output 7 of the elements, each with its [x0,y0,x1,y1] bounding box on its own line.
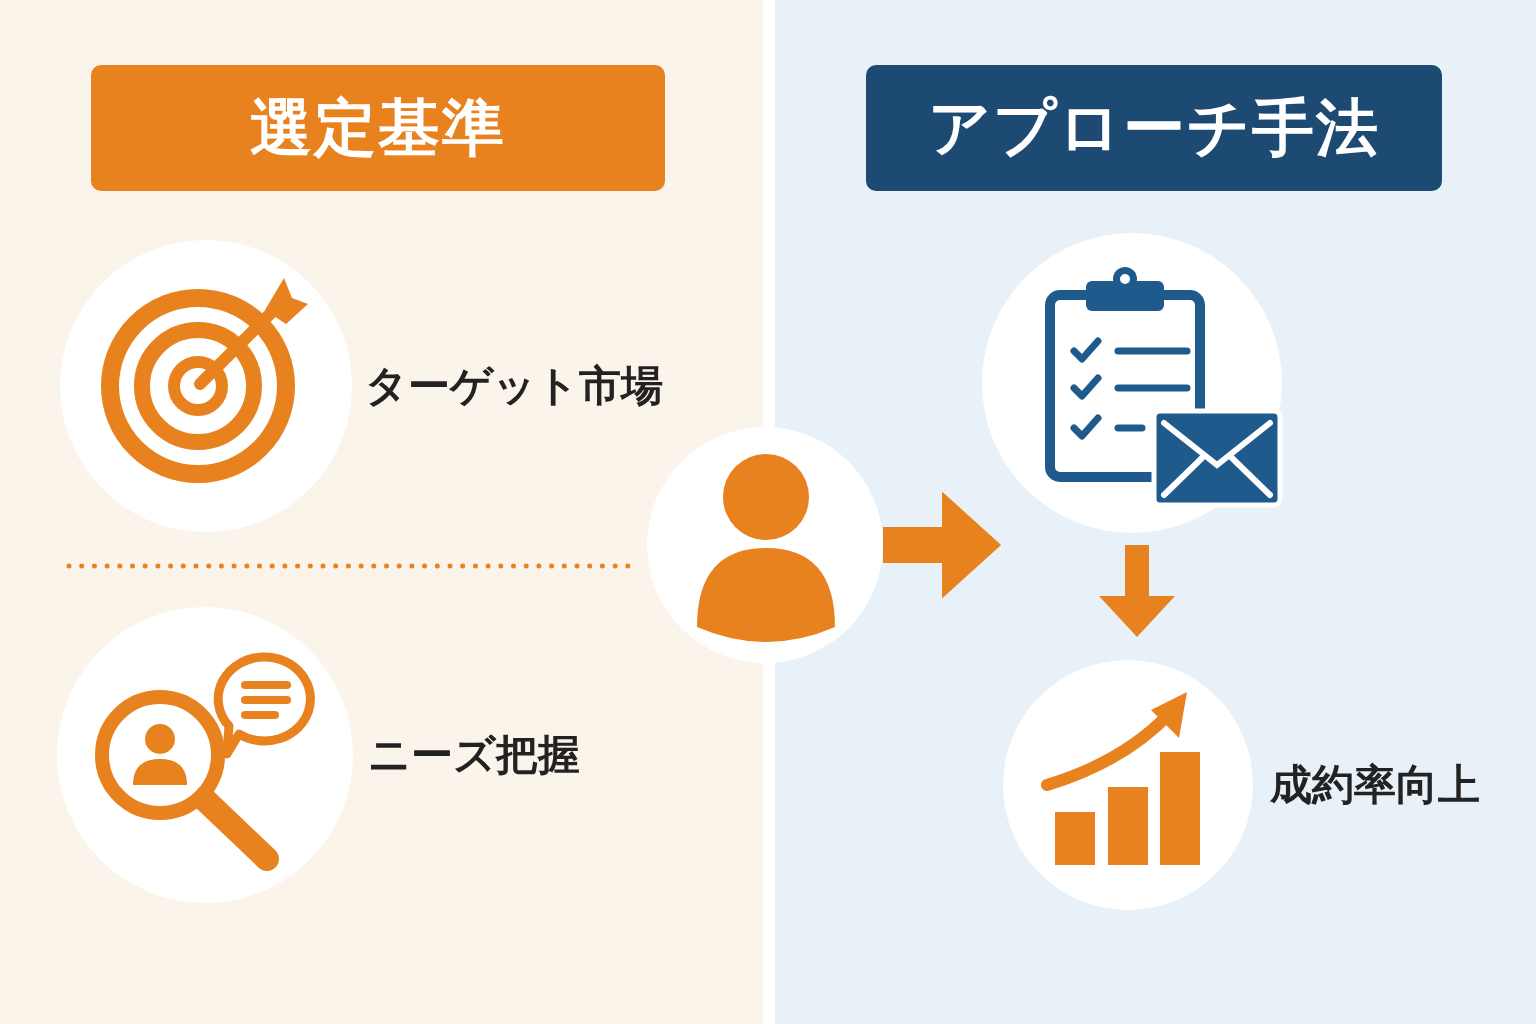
arrow [883,491,1002,599]
arrow [1099,545,1175,638]
section-heading: 選定基準 [91,65,665,191]
item-label: 成約率向上 [1270,759,1480,811]
item-label: ターゲット市場 [365,360,663,412]
section-heading: アプローチ手法 [866,65,1442,191]
item-label: ニーズ把握 [368,729,580,781]
